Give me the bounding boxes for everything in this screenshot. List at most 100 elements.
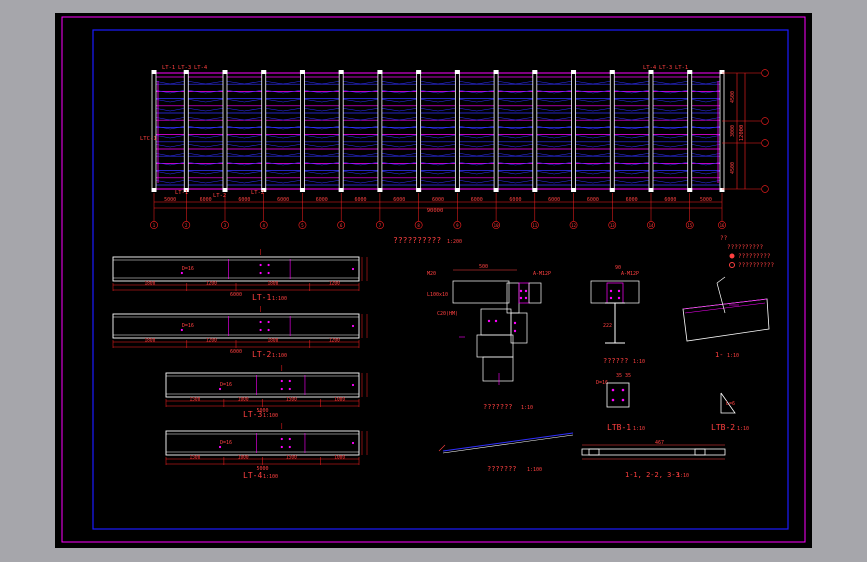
legend-line: ????????? (738, 253, 771, 260)
purlin-wave (534, 134, 574, 139)
purlin-wave (650, 80, 690, 85)
purlin-wave (612, 134, 652, 139)
purlin-wave (302, 134, 342, 139)
grid-bubble (414, 221, 423, 229)
outer-frame (61, 16, 806, 543)
purlin-wave (224, 161, 264, 166)
bay-span-dim: 6000 (587, 197, 599, 203)
purlin-wave (612, 125, 652, 130)
purlin-wave (379, 107, 419, 112)
grid-bubble (182, 221, 191, 229)
purlin-wave (302, 170, 342, 175)
grid-label: 10 (494, 223, 499, 228)
purlin-wave (496, 179, 535, 184)
purlin-wave (612, 179, 652, 184)
legend-line: ?????????? (727, 244, 764, 251)
section-123-detail: 467 1-1, 2-2, 3-3 1:10 (581, 440, 726, 479)
legend-line: ?????????? (738, 262, 775, 269)
purlin-wave (263, 143, 303, 148)
purlin-wave (650, 143, 690, 148)
grid-label: 16 (720, 223, 725, 228)
purlin-wave (496, 161, 535, 166)
rafter (648, 70, 654, 192)
purlin-wave (186, 116, 226, 121)
section-123-dim: 467 (655, 440, 664, 446)
purlin-wave (689, 170, 723, 175)
segment-dim: 1500 (190, 455, 201, 461)
column-bottom (648, 188, 654, 192)
purlin-wave (224, 80, 264, 85)
detail-b-scale: 1:10 (633, 359, 645, 365)
purlin-wave (263, 152, 303, 157)
bay-span-dim: 6000 (471, 197, 483, 203)
column-top (648, 70, 654, 74)
purlin-wave (650, 125, 690, 130)
purlin-wave (153, 89, 187, 94)
plan-top-tag: LT-4 (643, 65, 657, 71)
purlin-wave (612, 152, 652, 157)
purlin-wave (573, 116, 613, 121)
purlin-wave (263, 170, 303, 175)
purlin-wave (612, 89, 652, 94)
beam-note: D=16 (182, 323, 194, 329)
ltb-1-label: LTB-1 (607, 423, 631, 432)
purlin-wave (153, 170, 187, 175)
purlin-wave (689, 107, 723, 112)
plan-top-tag: LT-3 (659, 65, 672, 71)
beam-length: 6000 (230, 349, 242, 355)
plan-left-tag: LTC-1 (140, 136, 157, 142)
bay-span-dim: 6000 (316, 197, 328, 203)
bay-span-dim: 6000 (432, 197, 444, 203)
beam-label: LT-2 (252, 350, 271, 359)
segment-dim: 1500 (190, 397, 201, 403)
beam-length: 5000 (256, 408, 268, 414)
purlin-wave (457, 152, 497, 157)
purlin-wave (612, 170, 652, 175)
column-top (151, 70, 157, 74)
beam-note: D=16 (182, 266, 194, 272)
purlin-wave (418, 107, 458, 112)
detail-a-tag: L100x10 (427, 292, 448, 298)
purlin-wave (302, 89, 342, 94)
purlin-wave (496, 143, 535, 148)
grid-bubble (569, 221, 578, 229)
rafter (532, 70, 538, 192)
column-bottom (151, 188, 157, 192)
grid-label: 5 (301, 223, 304, 228)
purlin-wave (650, 170, 690, 175)
purlin-wave (186, 125, 226, 130)
column-bottom (261, 188, 267, 192)
purlin-wave (418, 179, 458, 184)
slope-detail: ??????? 1:100 (438, 432, 574, 473)
purlin-wave (341, 134, 380, 139)
purlin-wave (457, 89, 497, 94)
rafter (454, 70, 460, 192)
beam-note: D=16 (220, 440, 232, 446)
detail-b-tag: A-M12P (621, 271, 639, 277)
section-1-label: 1- (715, 351, 723, 359)
purlin-wave (186, 107, 226, 112)
column-top (532, 70, 538, 74)
rafter (719, 70, 725, 192)
purlin-wave (224, 170, 264, 175)
purlin-wave (224, 152, 264, 157)
segment-dim: 1200 (206, 281, 217, 287)
purlin-wave (341, 98, 380, 103)
bolt-hole (280, 379, 283, 383)
grid-bubble (453, 221, 462, 229)
purlin-wave (379, 161, 419, 166)
purlin-wave (263, 107, 303, 112)
detail-b-label: ?????? (603, 357, 628, 365)
rafter (687, 70, 693, 192)
detail-a-top-dim: 500 (479, 264, 488, 270)
purlin-wave (573, 161, 613, 166)
purlin-wave (302, 179, 342, 184)
plan-framing (153, 72, 723, 190)
joint-detail-b: A-M12P 90 222 ?????? 1:10 (590, 265, 645, 365)
plan-right-dim: 4500 (730, 162, 736, 174)
purlin-wave (153, 134, 187, 139)
bolt-hole (267, 320, 270, 324)
